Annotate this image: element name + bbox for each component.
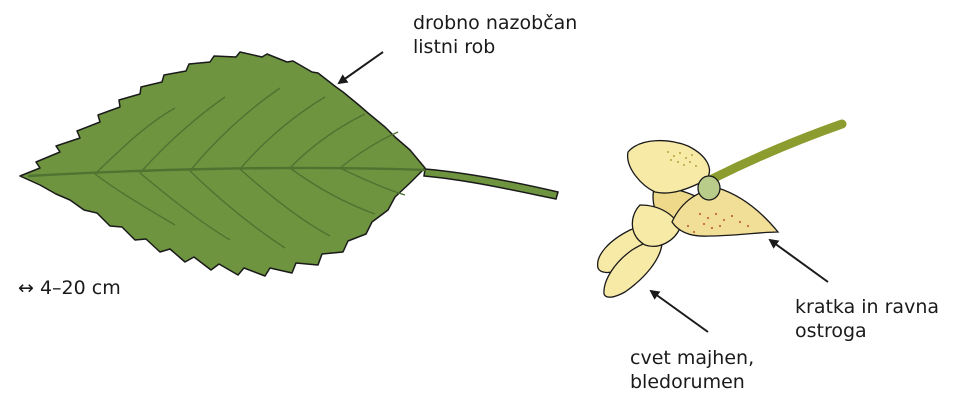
- label-spur-line1: kratka in ravna: [795, 295, 939, 319]
- label-leaf-margin: drobno nazobčan listni rob: [413, 11, 577, 59]
- label-spur: kratka in ravna ostroga: [795, 295, 939, 343]
- label-flower-line2: bledorumen: [630, 370, 754, 394]
- leaf-petiole: [424, 169, 558, 199]
- sepal: [698, 176, 720, 200]
- upper-petal: [628, 141, 710, 193]
- label-leaf-size-text: ↔ 4–20 cm: [18, 276, 121, 300]
- flower: [598, 124, 842, 297]
- arrow-leaf-margin: [339, 52, 383, 83]
- pointer-arrows: [339, 52, 828, 332]
- label-flower-line1: cvet majhen,: [630, 346, 754, 370]
- label-spur-line2: ostroga: [795, 319, 939, 343]
- arrow-spur: [770, 240, 828, 282]
- label-leaf-margin-line1: drobno nazobčan: [413, 11, 577, 35]
- flower-stem: [710, 124, 842, 180]
- label-leaf-margin-line2: listni rob: [413, 35, 577, 59]
- leaf-blade: [20, 52, 425, 276]
- leaf: [20, 52, 558, 276]
- label-leaf-size: ↔ 4–20 cm: [18, 276, 121, 300]
- arrow-flower: [651, 291, 708, 332]
- label-flower: cvet majhen, bledorumen: [630, 346, 754, 394]
